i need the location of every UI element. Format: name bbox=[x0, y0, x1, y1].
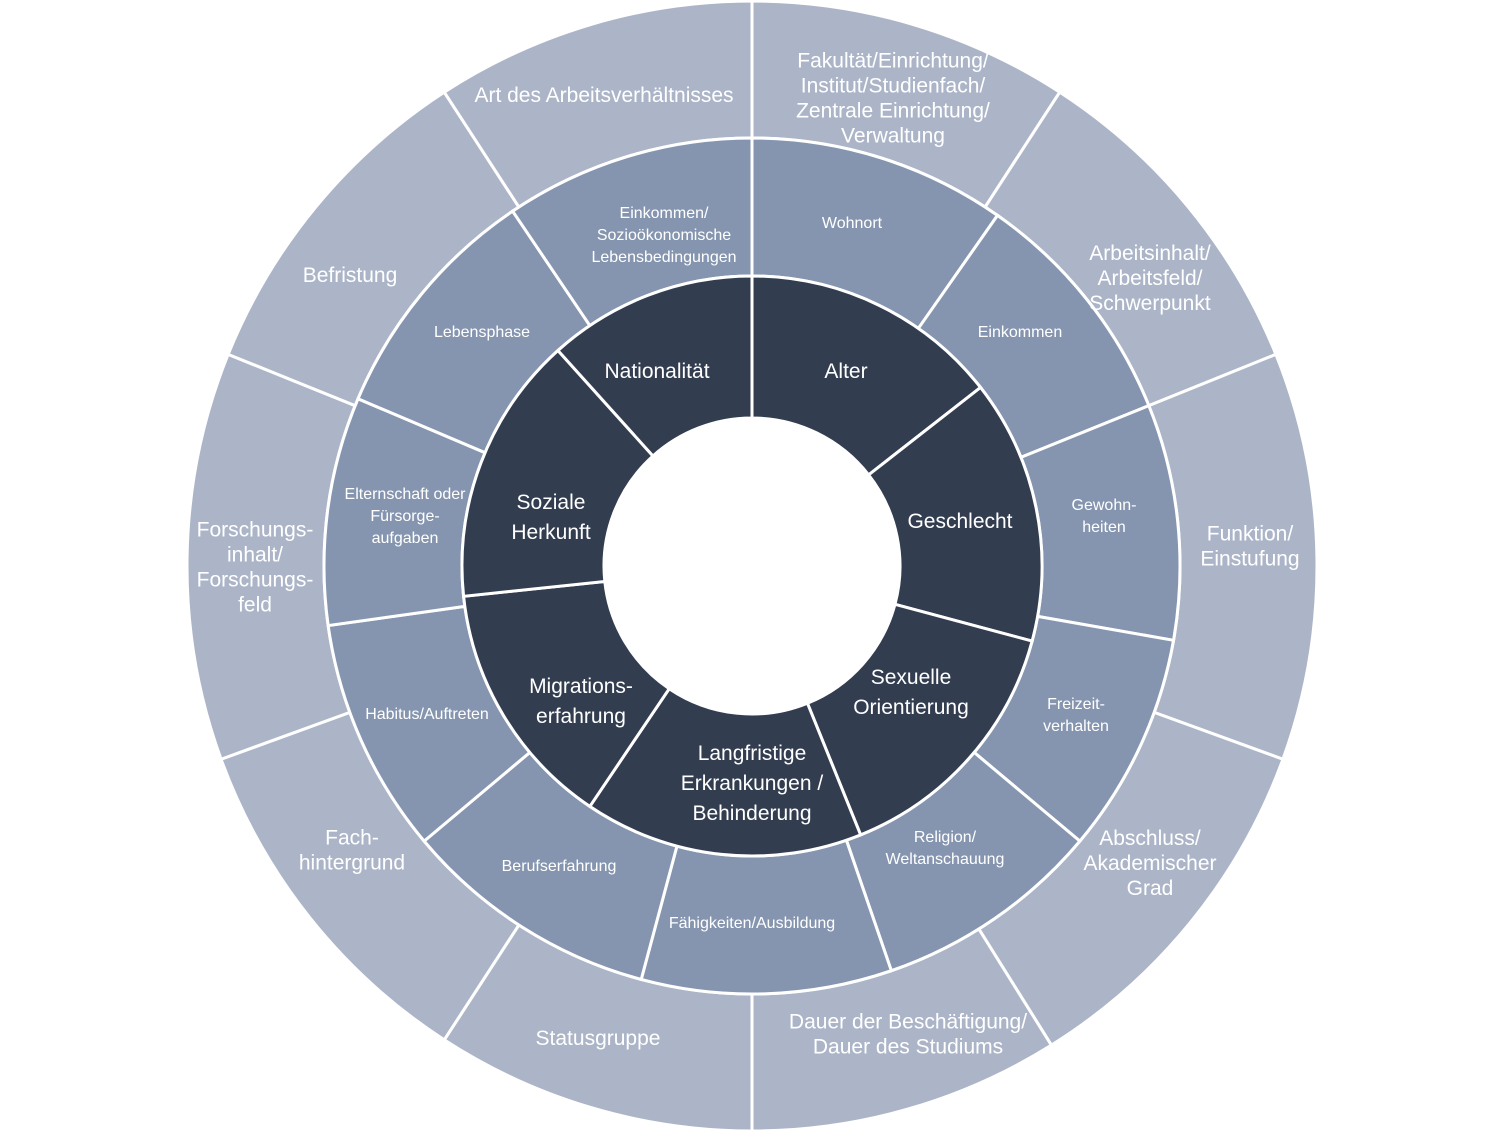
outer-label-line: Forschungs- bbox=[197, 519, 314, 542]
outer-label-line: Fach- bbox=[325, 827, 379, 850]
inner-label-line: Migrations- bbox=[529, 675, 633, 698]
middle-label-line: Elternschaft oder bbox=[345, 486, 467, 503]
outer-ring bbox=[185, 0, 1319, 1133]
middle-label-freizeit-verhalten: Freizeit-verhalten bbox=[1043, 696, 1109, 735]
inner-label-line: Nationalität bbox=[604, 360, 709, 383]
middle-label-lebensphase: Lebensphase bbox=[434, 324, 530, 341]
outer-label-line: Arbeitsinhalt/ bbox=[1089, 242, 1211, 265]
middle-label-line: Berufserfahrung bbox=[502, 858, 617, 875]
middle-label-line: Fürsorge- bbox=[370, 508, 439, 525]
middle-label-line: Religion/ bbox=[914, 829, 977, 846]
middle-label-line: Wohnort bbox=[822, 215, 883, 232]
middle-ring bbox=[322, 136, 1182, 996]
inner-label-line: Geschlecht bbox=[907, 510, 1012, 533]
inner-label-alter: Alter bbox=[824, 360, 867, 383]
outer-label-line: Befristung bbox=[303, 264, 398, 287]
inner-label-line: Behinderung bbox=[692, 802, 811, 825]
middle-label-line: aufgaben bbox=[372, 530, 439, 547]
middle-label-faehigkeiten-ausbildung: Fähigkeiten/Ausbildung bbox=[669, 915, 835, 932]
outer-label-line: Arbeitsfeld/ bbox=[1097, 267, 1202, 290]
middle-label-line: Gewohn- bbox=[1072, 497, 1137, 514]
outer-label-line: Einstufung bbox=[1200, 548, 1299, 571]
outer-label-fach-hintergrund: Fach-hintergrund bbox=[299, 827, 405, 875]
outer-label-line: Forschungs- bbox=[197, 569, 314, 592]
inner-label-line: Orientierung bbox=[853, 696, 969, 719]
inner-label-line: Herkunft bbox=[511, 521, 591, 544]
outer-label-line: Statusgruppe bbox=[536, 1027, 661, 1050]
inner-label-nationalitaet: Nationalität bbox=[604, 360, 709, 383]
inner-label-line: Erkrankungen / bbox=[681, 772, 824, 795]
inner-label-geschlecht: Geschlecht bbox=[907, 510, 1012, 533]
middle-label-line: Fähigkeiten/Ausbildung bbox=[669, 915, 835, 932]
middle-label-line: Lebensphase bbox=[434, 324, 530, 341]
outer-label-befristung: Befristung bbox=[303, 264, 398, 287]
outer-label-line: Dauer des Studiums bbox=[813, 1036, 1003, 1059]
outer-label-art-des-arbeitsverhaeltnisses: Art des Arbeitsverhältnisses bbox=[474, 84, 733, 107]
outer-label-line: inhalt/ bbox=[227, 544, 283, 567]
inner-label-line: erfahrung bbox=[536, 705, 626, 728]
inner-label-line: Soziale bbox=[517, 491, 586, 514]
inner-label-line: Alter bbox=[824, 360, 867, 383]
middle-label-line: verhalten bbox=[1043, 718, 1109, 735]
middle-label-line: Sozioökonomische bbox=[597, 227, 731, 244]
middle-label-line: Habitus/Auftreten bbox=[365, 706, 489, 723]
middle-label-religion-weltanschauung: Religion/Weltanschauung bbox=[886, 829, 1005, 868]
middle-label-line: Einkommen/ bbox=[620, 205, 709, 222]
outer-label-line: Funktion/ bbox=[1207, 523, 1294, 546]
middle-label-wohnort: Wohnort bbox=[822, 215, 883, 232]
middle-label-einkommen: Einkommen bbox=[978, 324, 1062, 341]
middle-label-habitus-auftreten: Habitus/Auftreten bbox=[365, 706, 489, 723]
middle-label-line: heiten bbox=[1082, 519, 1126, 536]
outer-label-line: Schwerpunkt bbox=[1089, 292, 1211, 315]
outer-label-line: Verwaltung bbox=[841, 125, 945, 148]
middle-label-gewohn-heiten: Gewohn-heiten bbox=[1072, 497, 1137, 536]
outer-label-line: Institut/Studienfach/ bbox=[801, 75, 986, 98]
middle-label-line: Weltanschauung bbox=[886, 851, 1005, 868]
outer-label-line: Dauer der Beschäftigung/ bbox=[789, 1011, 1027, 1034]
middle-label-line: Freizeit- bbox=[1047, 696, 1105, 713]
inner-ring bbox=[460, 274, 1044, 858]
outer-label-arbeitsinhalt-arbeitsfeld-schwerpunkt: Arbeitsinhalt/Arbeitsfeld/Schwerpunkt bbox=[1089, 242, 1211, 315]
outer-label-line: Abschluss/ bbox=[1099, 827, 1201, 850]
outer-label-line: Zentrale Einrichtung/ bbox=[796, 100, 990, 123]
outer-label-fakultaet-einrichtung-institut-studienfach-zentrale-einrichtung-verwaltung: Fakultät/Einrichtung/Institut/Studienfac… bbox=[796, 50, 990, 148]
outer-label-line: Grad bbox=[1127, 877, 1174, 900]
inner-label-line: Sexuelle bbox=[871, 666, 952, 689]
outer-label-dauer-der-beschaeftigung-dauer-des-studiums: Dauer der Beschäftigung/Dauer des Studiu… bbox=[789, 1011, 1027, 1059]
outer-label-statusgruppe: Statusgruppe bbox=[536, 1027, 661, 1050]
middle-label-line: Lebensbedingungen bbox=[591, 249, 736, 266]
outer-label-line: feld bbox=[238, 594, 272, 617]
outer-label-line: Fakultät/Einrichtung/ bbox=[797, 50, 989, 73]
inner-label-migrations-erfahrung: Migrations-erfahrung bbox=[529, 675, 633, 728]
outer-label-funktion-einstufung: Funktion/Einstufung bbox=[1200, 523, 1299, 571]
outer-label-line: hintergrund bbox=[299, 852, 405, 875]
outer-label-forschungs-inhalt-forschungs-feld: Forschungs-inhalt/Forschungs-feld bbox=[197, 519, 314, 617]
outer-label-line: Art des Arbeitsverhältnisses bbox=[474, 84, 733, 107]
labels: Fakultät/Einrichtung/Institut/Studienfac… bbox=[197, 50, 1300, 1059]
middle-label-berufserfahrung: Berufserfahrung bbox=[502, 858, 617, 875]
center-circle bbox=[604, 418, 900, 714]
inner-label-line: Langfristige bbox=[698, 742, 807, 765]
middle-label-line: Einkommen bbox=[978, 324, 1062, 341]
outer-label-line: Akademischer bbox=[1083, 852, 1216, 875]
